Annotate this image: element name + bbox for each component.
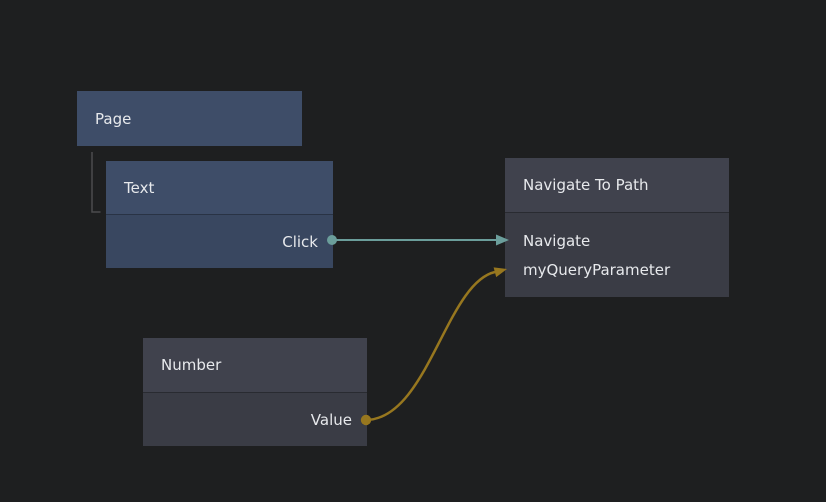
wire-value-to-myqueryparameter[interactable] [365, 270, 496, 422]
hierarchy-connector-line [91, 152, 101, 213]
node-navigate-to-path-title: Navigate To Path [523, 176, 649, 194]
node-number[interactable]: Number Value [143, 338, 367, 446]
input-port-myqueryparameter[interactable]: myQueryParameter [505, 255, 729, 284]
node-number-body: Value [143, 392, 367, 446]
node-text-body: Click [106, 214, 333, 268]
node-page-header[interactable]: Page [77, 91, 302, 146]
node-navigate-to-path-body: Navigate myQueryParameter [505, 212, 729, 297]
node-page[interactable]: Page [77, 91, 302, 146]
output-port-click[interactable]: Click [106, 215, 333, 268]
output-port-click-label: Click [282, 232, 318, 251]
output-port-value-label: Value [310, 411, 352, 429]
node-number-title: Number [161, 356, 222, 374]
node-text-title: Text [124, 178, 155, 197]
input-port-navigate[interactable]: Navigate [505, 226, 729, 255]
input-port-myqueryparameter-label: myQueryParameter [523, 260, 671, 279]
node-text-header[interactable]: Text [106, 161, 333, 214]
node-text[interactable]: Text Click [106, 161, 333, 268]
node-number-header[interactable]: Number [143, 338, 367, 392]
input-port-navigate-label: Navigate [523, 231, 591, 250]
output-port-value[interactable]: Value [143, 393, 367, 447]
node-page-title: Page [95, 109, 132, 128]
node-navigate-to-path[interactable]: Navigate To Path Navigate myQueryParamet… [505, 158, 729, 297]
node-navigate-to-path-header[interactable]: Navigate To Path [505, 158, 729, 212]
